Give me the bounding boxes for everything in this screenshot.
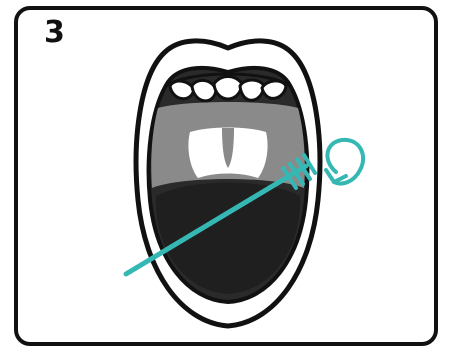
tooth xyxy=(214,77,242,100)
rotate-clockwise-arrow-icon xyxy=(326,140,363,184)
tooth xyxy=(240,80,264,100)
tooth xyxy=(170,81,194,99)
tooth xyxy=(192,80,216,100)
